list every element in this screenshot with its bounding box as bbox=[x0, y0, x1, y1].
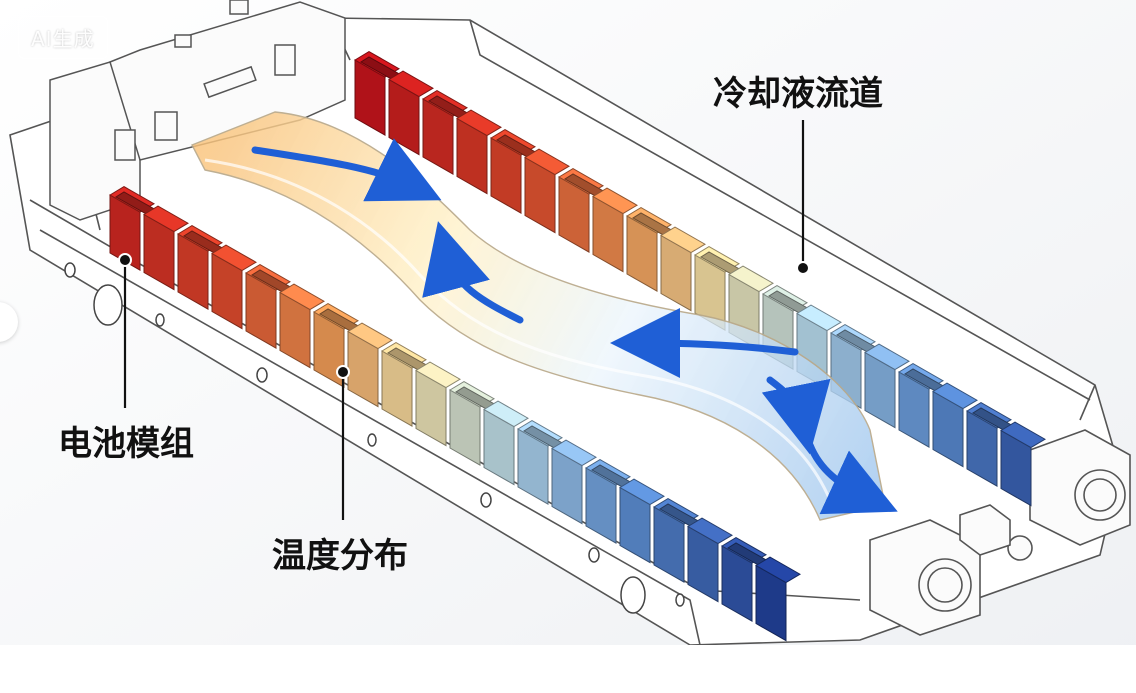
battery-cell bbox=[864, 343, 910, 429]
battery-cell bbox=[211, 244, 257, 330]
battery-cell bbox=[551, 439, 597, 525]
front-connector-housings bbox=[869, 429, 1131, 636]
battery-cell bbox=[388, 70, 434, 156]
battery-cell bbox=[932, 382, 978, 468]
battery-cell bbox=[347, 322, 393, 408]
battery-module-label: 电池模组 bbox=[58, 424, 194, 464]
flow-arrow-outlet bbox=[806, 441, 898, 515]
battery-cell bbox=[626, 207, 676, 292]
battery-cell bbox=[490, 129, 540, 214]
side-scroll-handle[interactable] bbox=[0, 302, 18, 342]
battery-cell bbox=[1000, 421, 1046, 507]
tray-mounting-holes bbox=[64, 262, 685, 614]
battery-cell bbox=[456, 109, 502, 195]
battery-cell bbox=[449, 381, 499, 466]
battery-cell bbox=[524, 148, 570, 234]
battery-cell bbox=[381, 342, 431, 427]
battery-cell bbox=[966, 402, 1016, 487]
battery-cell bbox=[279, 283, 325, 369]
battery-cell bbox=[585, 459, 635, 544]
flow-arrow-descending bbox=[761, 376, 831, 455]
callout-lines bbox=[123, 120, 805, 520]
ai-generated-watermark: AI生成 bbox=[18, 16, 108, 59]
battery-cell bbox=[354, 51, 404, 136]
flow-arrow-mid bbox=[610, 308, 799, 379]
battery-cell bbox=[177, 225, 227, 310]
battery-cell bbox=[245, 264, 295, 349]
battery-cell bbox=[109, 186, 159, 271]
battery-cell bbox=[660, 226, 706, 312]
flow-arrow-inlet bbox=[251, 138, 442, 202]
battery-cell bbox=[415, 361, 461, 447]
battery-cell bbox=[755, 556, 801, 642]
coolant-channel-label: 冷却液流道 bbox=[713, 74, 883, 114]
callout-dots bbox=[118, 253, 810, 379]
battery-cell bbox=[592, 187, 638, 273]
flow-arrow-rising bbox=[422, 221, 524, 324]
coolant-flow-arrows bbox=[251, 138, 898, 515]
battery-cells bbox=[109, 51, 1046, 642]
bottom-strip bbox=[0, 645, 1136, 693]
battery-cell bbox=[687, 517, 733, 603]
battery-cell bbox=[619, 478, 665, 564]
battery-cell bbox=[143, 205, 189, 291]
battery-cell bbox=[483, 400, 529, 486]
battery-cell bbox=[898, 363, 948, 448]
temperature-distribution-label: 温度分布 bbox=[272, 536, 408, 576]
battery-cell bbox=[653, 498, 703, 583]
battery-cell bbox=[517, 420, 567, 505]
battery-cell bbox=[313, 303, 363, 388]
